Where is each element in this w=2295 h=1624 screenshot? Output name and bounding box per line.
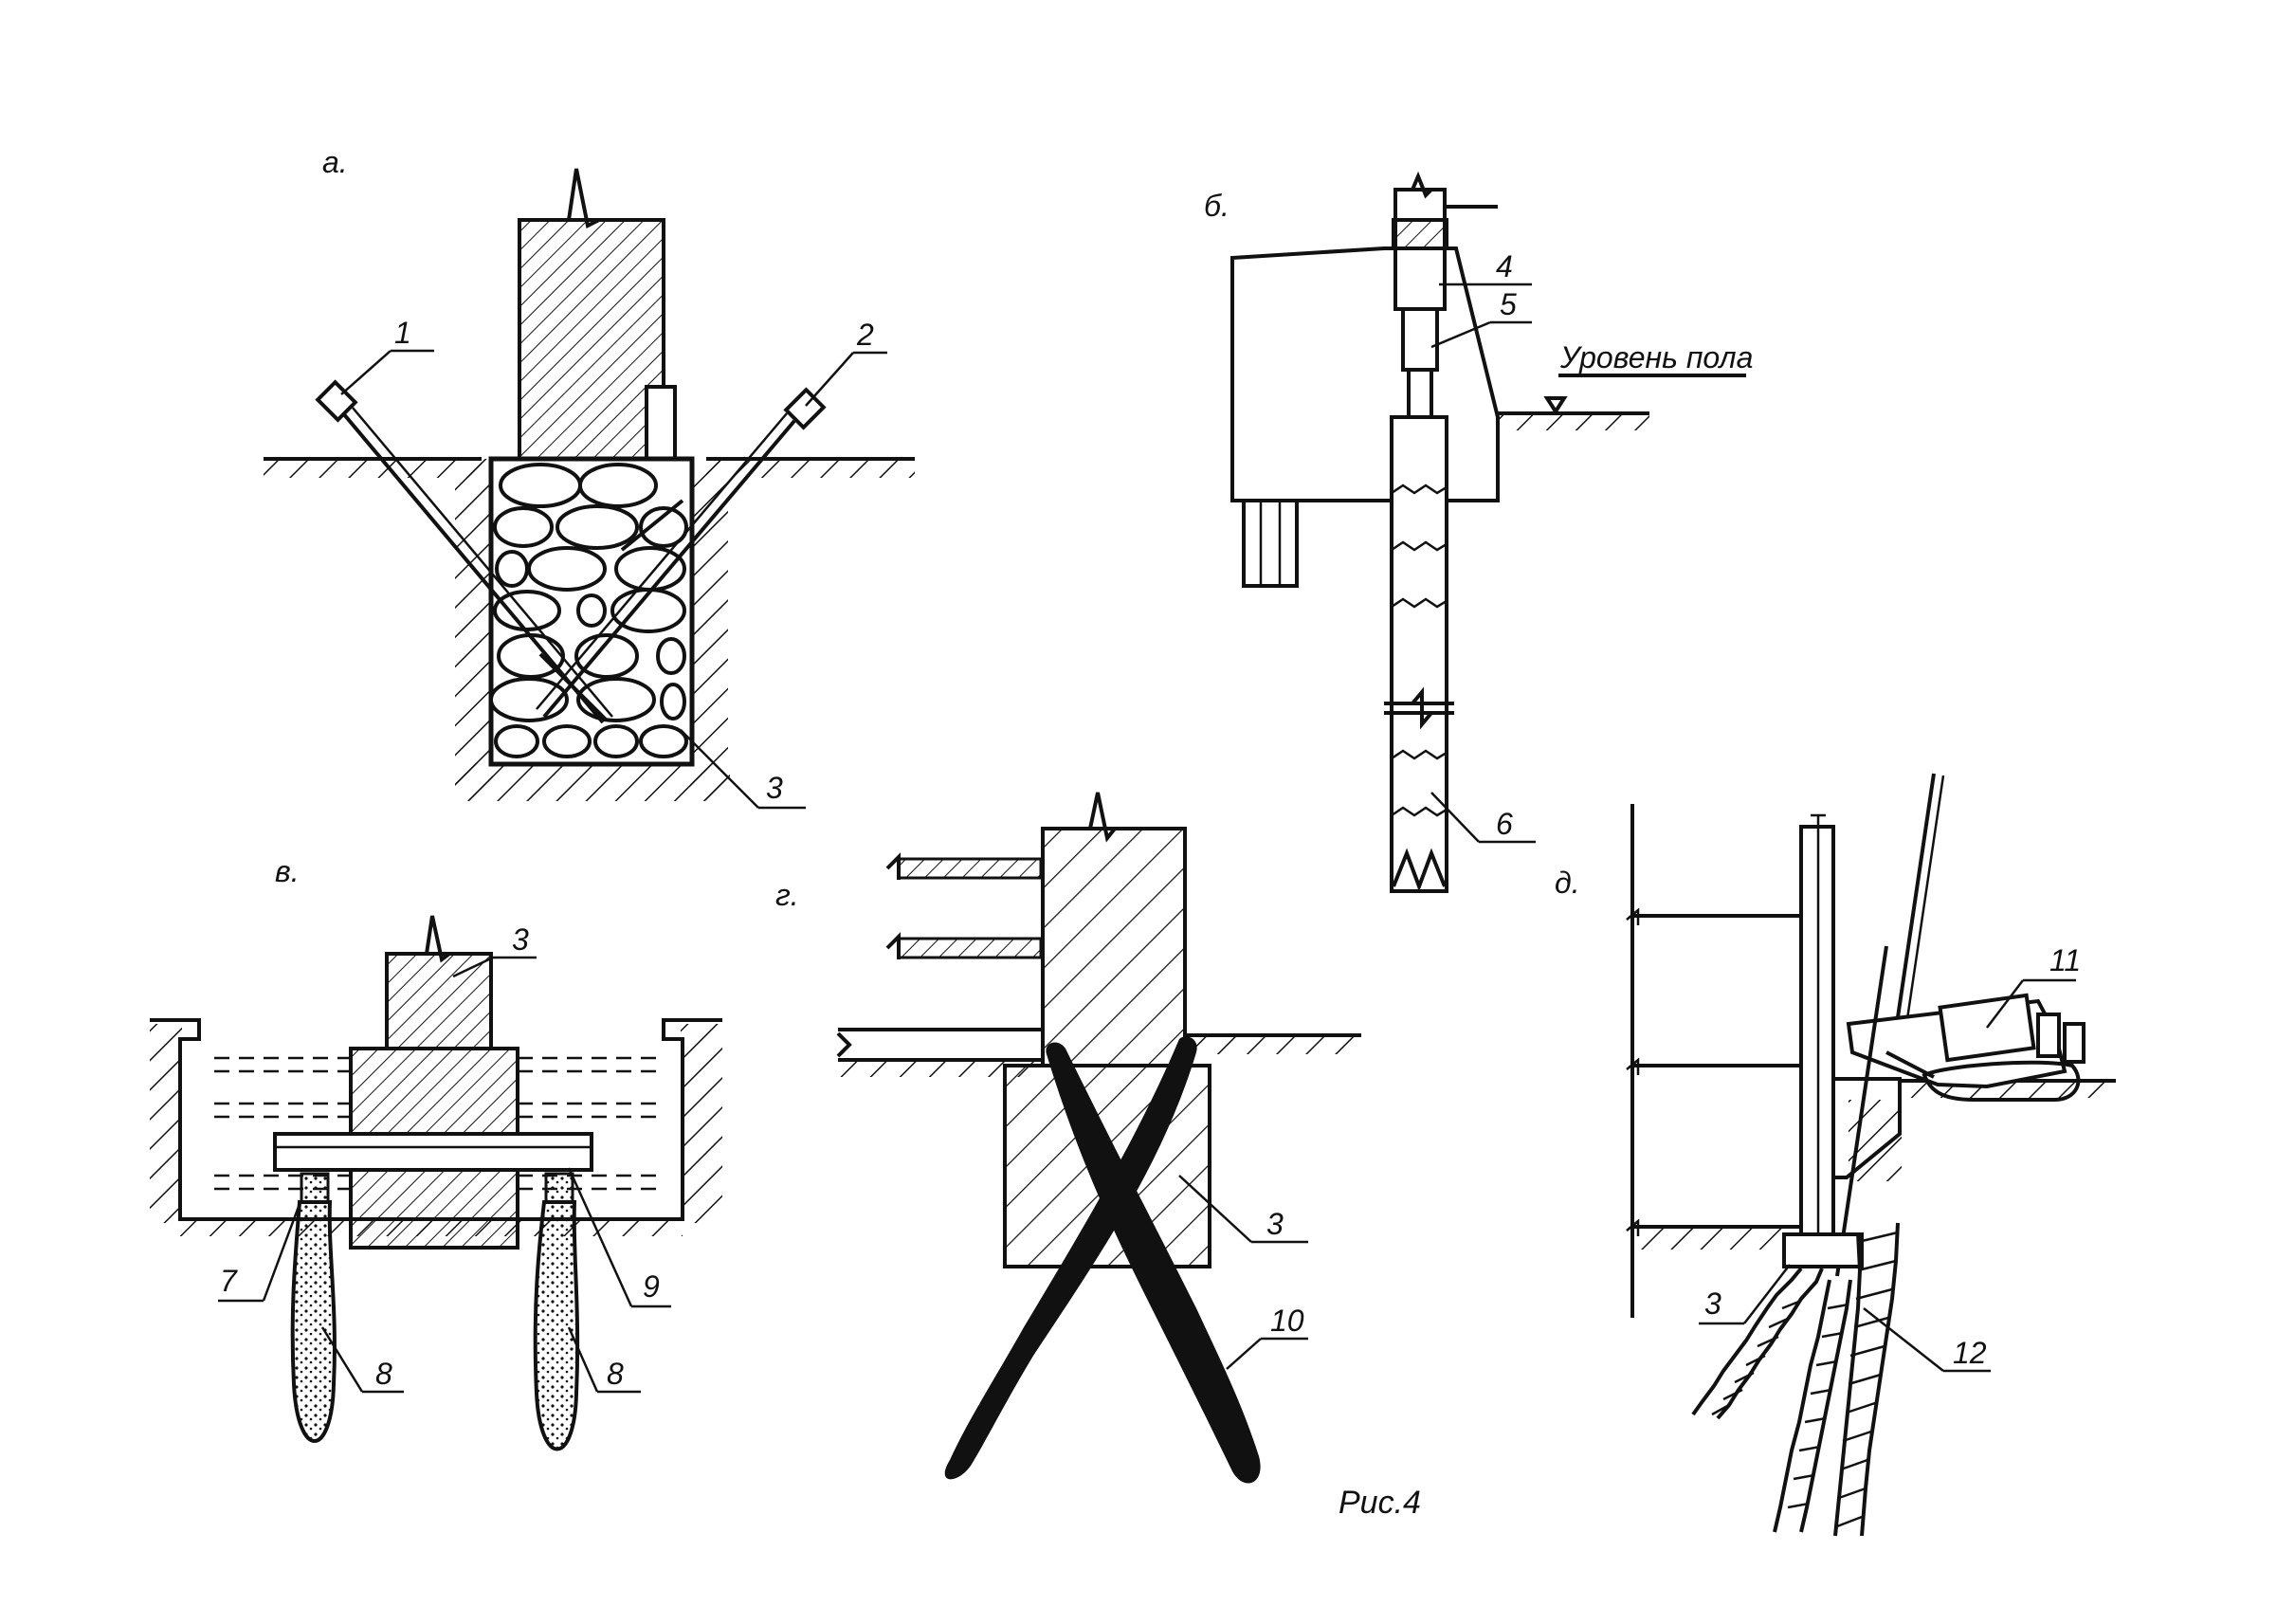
panel-b: б. Уровень пола 4 5 xyxy=(1204,171,1753,893)
column xyxy=(385,952,493,1050)
wall xyxy=(1041,827,1187,1067)
callout-10: 10 xyxy=(1270,1304,1304,1338)
callout-6: 6 xyxy=(1496,807,1513,841)
callout-3-d: 3 xyxy=(1704,1286,1721,1321)
panel-v: в. 3 7 8 xyxy=(150,854,722,1451)
panel-g: г. 3 10 Рис.4 xyxy=(775,792,1421,1521)
panel-g-letter: г. xyxy=(775,878,799,912)
injection-pile-left xyxy=(290,1200,337,1443)
panel-v-letter: в. xyxy=(275,854,300,888)
callout-4: 4 xyxy=(1496,249,1513,283)
grillage xyxy=(1782,1232,1864,1268)
callout-11: 11 xyxy=(2049,943,2081,977)
rubble-stones xyxy=(489,463,688,758)
drill-rod xyxy=(1835,945,1888,1277)
pile-right-diagonal xyxy=(1046,1042,1261,1484)
injection-pipe xyxy=(645,385,677,465)
callout-8-left: 8 xyxy=(375,1357,392,1391)
pile-left-diagonal xyxy=(944,1036,1197,1480)
injector-2 xyxy=(536,387,827,719)
panel-a: а. xyxy=(264,145,915,810)
callout-8-right: 8 xyxy=(607,1357,624,1391)
column xyxy=(518,218,665,461)
callout-1: 1 xyxy=(394,316,411,350)
callout-9: 9 xyxy=(643,1269,660,1304)
drilling-rig xyxy=(1846,773,2086,1102)
injection-pile-right xyxy=(533,1200,580,1451)
callout-3: 3 xyxy=(766,771,783,805)
callout-3-g: 3 xyxy=(1266,1207,1284,1241)
panel-d-letter: д. xyxy=(1555,866,1580,900)
panel-d: д. xyxy=(1555,773,2116,1537)
figure-caption: Рис.4 xyxy=(1339,1485,1421,1521)
jack xyxy=(1393,246,1447,311)
cross-beam xyxy=(273,1132,593,1172)
bored-piles xyxy=(1691,1222,1900,1537)
callout-2: 2 xyxy=(856,318,874,352)
floor-level-label: Уровень пола xyxy=(1559,340,1753,374)
panel-b-letter: б. xyxy=(1204,189,1229,223)
callout-7: 7 xyxy=(220,1264,238,1298)
callout-5: 5 xyxy=(1500,287,1517,321)
callout-3-v: 3 xyxy=(512,922,529,957)
callout-12: 12 xyxy=(1953,1336,1987,1370)
panel-a-letter: а. xyxy=(322,145,348,179)
